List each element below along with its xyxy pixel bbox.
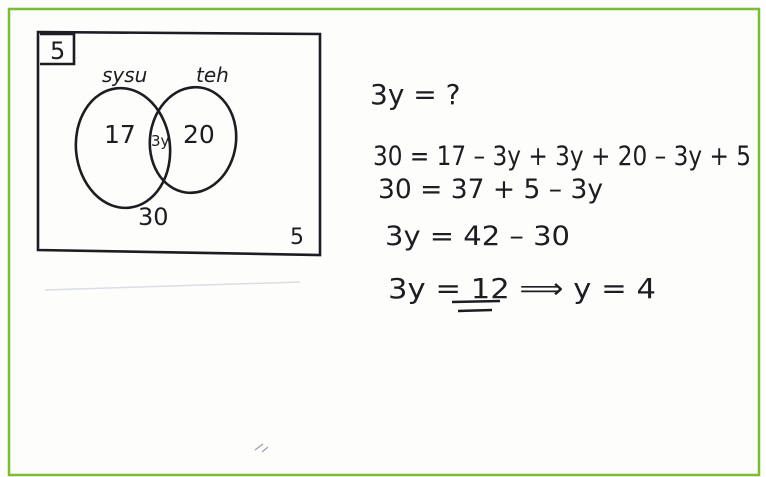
universal-set-box	[36, 30, 322, 257]
working-line-4: 3y = 42 – 30	[385, 221, 570, 252]
set-a-label: sysu	[102, 63, 147, 87]
pen-mark	[254, 443, 269, 453]
set-b-label: teh	[196, 63, 229, 87]
question-number: 5	[50, 37, 65, 65]
question-number-box	[40, 32, 76, 66]
venn-circle-b	[148, 85, 238, 195]
region-only-b: 20	[183, 120, 215, 149]
venn-circle-a	[74, 86, 172, 210]
region-outside: 5	[290, 225, 304, 250]
working-line-5: 3y = 12 ⟹ y = 4	[388, 272, 656, 305]
region-only-a: 17	[104, 120, 136, 149]
region-intersection: 3y	[151, 132, 170, 150]
page-border	[7, 7, 761, 477]
underline-1	[451, 299, 501, 304]
region-below-circles: 30	[138, 203, 169, 231]
working-line-2: 30 = 17 – 3y + 3y + 20 – 3y + 5	[373, 141, 751, 172]
working-line-3: 30 = 37 + 5 – 3y	[378, 174, 603, 205]
smudge	[44, 281, 301, 291]
underline-2	[457, 308, 493, 313]
working-line-1: 3y = ?	[370, 78, 461, 111]
